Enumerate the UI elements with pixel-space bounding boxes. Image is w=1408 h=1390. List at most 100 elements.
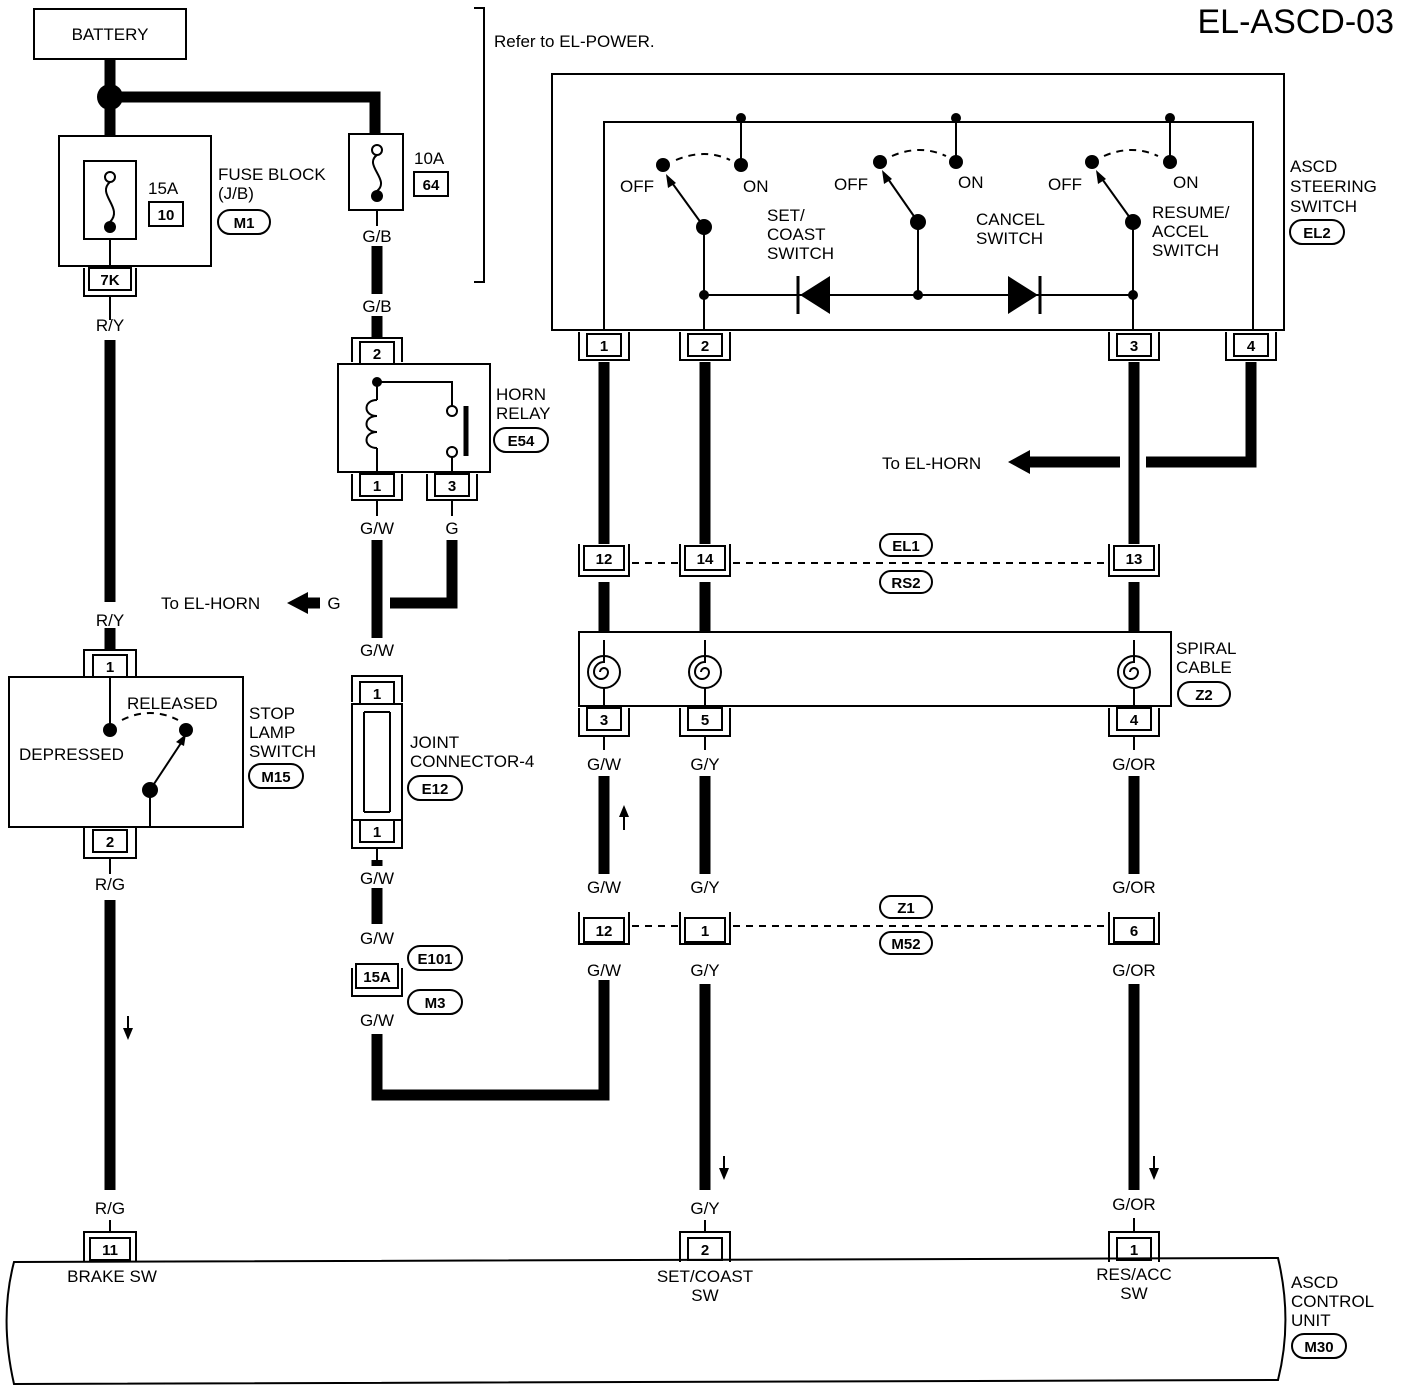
depressed-label: DEPRESSED: [19, 745, 124, 764]
joint-label2: CONNECTOR-4: [410, 752, 534, 771]
steering-label1: ASCD: [1290, 157, 1337, 176]
battery-label: BATTERY: [72, 25, 149, 44]
svg-text:2: 2: [373, 346, 381, 363]
res-acc-sw-label2: SW: [1120, 1284, 1147, 1303]
conn-m30-badge: [1291, 1333, 1347, 1359]
wires: [104, 60, 1257, 1190]
wire-label-gor-bottom: G/OR: [1112, 1195, 1155, 1214]
svg-text:M1: M1: [234, 215, 255, 232]
fuse-block-label: FUSE BLOCK: [218, 165, 326, 184]
stop-pin-2: [92, 829, 128, 853]
wire-label-gy-z1-top: G/Y: [690, 878, 719, 897]
battery-box: [33, 8, 187, 60]
to-el-horn-right: To EL-HORN: [882, 454, 981, 473]
wire-label-gor-spiral: G/OR: [1112, 755, 1155, 774]
arrow-to-horn-left: [287, 592, 308, 614]
wire-label-gw-e101-bottom: G/W: [360, 1011, 394, 1030]
control-label2: CONTROL: [1291, 1292, 1374, 1311]
refer-note: Refer to EL-POWER.: [494, 32, 655, 51]
svg-text:1: 1: [106, 659, 114, 676]
wire-label-gy-spiral: G/Y: [690, 755, 719, 774]
wire-label-ry-stop: R/Y: [96, 611, 124, 630]
resume-switch-label2: ACCEL: [1152, 222, 1209, 241]
wire-label-gw-spiral: G/W: [587, 755, 621, 774]
svg-text:1: 1: [373, 686, 381, 703]
svg-text:1: 1: [373, 478, 381, 495]
wire-label-gw-joint-bottom: G/W: [360, 869, 394, 888]
svg-text:M30: M30: [1304, 1339, 1333, 1356]
wire-label-gw-z1-top: G/W: [587, 878, 621, 897]
wire-label-gw-relay: G/W: [360, 519, 394, 538]
control-pins: 11 2 1: [83, 1218, 1160, 1262]
conn-m15-badge: [248, 763, 304, 789]
svg-text:Z2: Z2: [1195, 687, 1213, 704]
conn-m1-badge: [217, 209, 271, 235]
svg-text:3: 3: [600, 712, 608, 729]
released-label: RELEASED: [127, 694, 218, 713]
stop-label2: LAMP: [249, 723, 295, 742]
connector-z1: 12 1 6 Z1 M52: [578, 895, 1160, 955]
steering-label2: STEERING: [1290, 177, 1377, 196]
conn-e12-badge: [407, 775, 463, 801]
steering-common-bus: [603, 121, 1254, 330]
set-coast-sw-label2: SW: [691, 1286, 718, 1305]
conn-e101-badge: [407, 945, 463, 971]
stop-lamp-switch-box: [8, 676, 244, 828]
wire-label-gor-z1-bottom: G/OR: [1112, 961, 1155, 980]
svg-text:2: 2: [701, 338, 709, 355]
resume-switch-label1: RESUME/: [1152, 203, 1230, 222]
horn-relay-label1: HORN: [496, 385, 546, 404]
wire-label-gw-z1-bottom: G/W: [587, 961, 621, 980]
off-label-2: OFF: [834, 175, 868, 194]
page-title: EL-ASCD-03: [1197, 3, 1394, 41]
wire-label-gw-e101-top: G/W: [360, 929, 394, 948]
wire-label-gy-bottom: G/Y: [690, 1199, 719, 1218]
cancel-switch-label2: SWITCH: [976, 229, 1043, 248]
svg-text:6: 6: [1130, 923, 1138, 940]
off-label-3: OFF: [1048, 175, 1082, 194]
svg-text:12: 12: [596, 923, 613, 940]
wire-label-g-relay: G: [445, 519, 458, 538]
to-el-horn-left: To EL-HORN: [161, 594, 260, 613]
off-label-1: OFF: [620, 177, 654, 196]
wire-label-gor-z1-top: G/OR: [1112, 878, 1155, 897]
svg-text:1: 1: [1130, 1242, 1138, 1259]
on-label-2: ON: [958, 173, 984, 192]
fuse-64-num: 64: [423, 177, 440, 194]
svg-text:1: 1: [600, 338, 608, 355]
pin-15a: [355, 963, 399, 989]
svg-text:2: 2: [106, 834, 114, 851]
svg-text:14: 14: [697, 551, 714, 568]
set-coast-sw-label1: SET/COAST: [657, 1267, 753, 1286]
spiral-pins: 3 5 4: [578, 707, 1160, 750]
steering-switch-outer: [551, 73, 1285, 331]
cancel-switch-label1: CANCEL: [976, 210, 1045, 229]
wire-label-g-arrow: G: [327, 594, 340, 613]
wire-pin4: [1146, 362, 1257, 468]
wire-label-gw-joint-top: G/W: [360, 641, 394, 660]
set-switch-label2: COAST: [767, 225, 826, 244]
svg-text:3: 3: [1130, 338, 1138, 355]
svg-text:M52: M52: [891, 936, 920, 953]
spiral-label2: CABLE: [1176, 658, 1232, 677]
wire-label-gb-2: G/B: [362, 297, 391, 316]
pin-7k: [88, 267, 132, 291]
steering-contacts: [656, 113, 1177, 330]
arrow-to-horn-right: [1008, 450, 1030, 474]
fuse-64-element: [371, 154, 383, 192]
wire-g: [390, 540, 458, 609]
svg-text:E12: E12: [422, 781, 449, 798]
relay-pin-1: [359, 473, 395, 497]
brake-sw-label: BRAKE SW: [67, 1267, 157, 1286]
svg-text:4: 4: [1130, 712, 1139, 729]
conn-e54-badge: [493, 427, 549, 453]
wire-label-gy-z1-bottom: G/Y: [690, 961, 719, 980]
diode-1: [800, 276, 830, 314]
conn-z2-badge: [1177, 681, 1231, 707]
fuse-64-amp: 10A: [414, 149, 445, 168]
fuse-15a-num: 10: [158, 207, 175, 224]
resume-switch-label3: SWITCH: [1152, 241, 1219, 260]
stop-label1: STOP: [249, 704, 295, 723]
svg-text:RS2: RS2: [891, 575, 920, 592]
